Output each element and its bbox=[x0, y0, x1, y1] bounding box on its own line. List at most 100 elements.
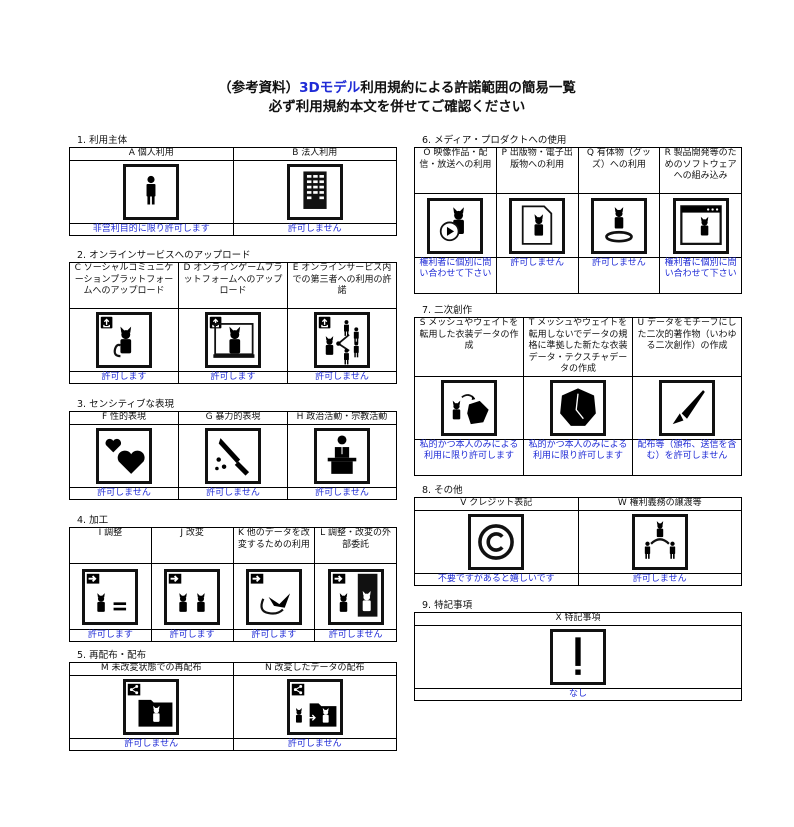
result-text: 権利者に個別に問い合わせて下さい bbox=[414, 257, 497, 294]
item-label: Q 有体物（グッズ）への利用 bbox=[577, 147, 661, 194]
item-label: F 性的表現 bbox=[69, 411, 179, 425]
item-label: T メッシュやウェイトを転用しないでデータの規格に準拠した新たな衣装データ・テク… bbox=[523, 317, 633, 377]
knife-icon bbox=[205, 427, 261, 484]
section-title: 3. センシティブな表現 bbox=[77, 399, 175, 410]
item-label: H 政治活動・宗教活動 bbox=[287, 411, 397, 425]
section-title: 9. 特記事項 bbox=[422, 600, 473, 611]
upload-sns-icon bbox=[96, 312, 152, 368]
section-title: 2. オンラインサービスへのアップロード bbox=[77, 250, 251, 261]
item-label: E オンラインサービス内での第三者への利用の許諾 bbox=[287, 262, 397, 309]
figure-goods-icon bbox=[590, 197, 647, 254]
item-label: V クレジット表記 bbox=[414, 497, 579, 511]
permission-table: X 特記事項 なし bbox=[414, 612, 742, 701]
redistribute-icon bbox=[123, 678, 180, 735]
result-text: 許可しません bbox=[178, 486, 288, 500]
result-text: なし bbox=[414, 687, 742, 701]
result-text: 私的かつ本人のみによる利用に限り許可します bbox=[523, 438, 633, 476]
section-special-notes: 9. 特記事項 X 特記事項 なし bbox=[414, 599, 742, 701]
distribute-modified-icon bbox=[286, 678, 343, 735]
software-window-icon bbox=[672, 197, 729, 254]
result-text: 非営利目的に限り許可します bbox=[69, 222, 234, 236]
result-text: 許可します bbox=[150, 629, 234, 642]
section-title: 6. メディア・プロダクトへの使用 bbox=[422, 135, 567, 146]
section-title: 4. 加工 bbox=[77, 515, 109, 526]
item-label: W 権利義務の譲渡等 bbox=[577, 497, 742, 511]
item-label: N 改変したデータの配布 bbox=[232, 662, 397, 676]
costume-reuse-icon bbox=[441, 379, 497, 436]
item-label: D オンラインゲームプラットフォームへのアップロード bbox=[178, 262, 288, 309]
result-text: 許可しません bbox=[287, 486, 397, 500]
exclamation-icon bbox=[550, 628, 606, 685]
transfer-rights-icon bbox=[631, 513, 688, 570]
page-title: （参考資料）3Dモデル利用規約による許諾範囲の簡易一覧 bbox=[0, 76, 794, 96]
pen-nib-icon bbox=[659, 379, 715, 436]
result-text: 許可しません bbox=[577, 257, 661, 294]
upload-game-icon bbox=[205, 312, 261, 368]
title-highlight: 3Dモデル bbox=[299, 80, 361, 96]
item-label: X 特記事項 bbox=[414, 612, 742, 626]
result-text: 許可しません bbox=[287, 371, 397, 384]
item-label: O 映像作品・配信・放送への利用 bbox=[414, 147, 497, 194]
result-text: 許可します bbox=[69, 371, 179, 384]
item-label: U データをモチーフにした二次的著作物（いわゆる二次創作）の作成 bbox=[632, 317, 742, 377]
reuse-data-icon bbox=[245, 568, 302, 625]
item-label: R 製品開発等のためのソフトウェアへの組み込み bbox=[659, 147, 742, 194]
costume-icon bbox=[550, 379, 606, 436]
result-text: 許可しません bbox=[69, 737, 234, 751]
item-label: C ソーシャルコミュニケーションプラットフォームへのアップロード bbox=[69, 262, 179, 309]
result-text: 許可しません bbox=[577, 572, 742, 586]
result-text: 許可しません bbox=[232, 222, 397, 236]
video-icon bbox=[427, 197, 484, 254]
item-label: M 未改変状態での再配布 bbox=[69, 662, 234, 676]
section-title: 5. 再配布・配布 bbox=[77, 650, 147, 661]
result-text: 許可しません bbox=[314, 629, 397, 642]
item-label: L 調整・改変の外部委託 bbox=[314, 527, 397, 564]
result-text: 許可します bbox=[69, 629, 152, 642]
section-title: 1. 利用主体 bbox=[77, 135, 128, 146]
result-text: 許可しません bbox=[232, 737, 397, 751]
item-label: I 調整 bbox=[69, 527, 152, 564]
section-title: 8. その他 bbox=[422, 485, 463, 496]
section-online-upload: 2. オンラインサービスへのアップロード C ソーシャルコミュニケーションプラッ… bbox=[69, 249, 397, 384]
result-text: 配布等（頒布、送信を含む）を許可しません bbox=[632, 438, 742, 476]
share-third-party-icon bbox=[314, 312, 370, 368]
copyright-icon bbox=[468, 513, 525, 570]
item-label: J 改変 bbox=[150, 527, 234, 564]
item-label: B 法人利用 bbox=[232, 147, 397, 161]
modify-icon bbox=[164, 568, 221, 625]
item-label: K 他のデータを改変するための利用 bbox=[232, 527, 316, 564]
result-text: 権利者に個別に問い合わせて下さい bbox=[659, 257, 742, 294]
publication-icon bbox=[509, 197, 566, 254]
item-label: G 暴力的表現 bbox=[178, 411, 288, 425]
result-text: 許可しません bbox=[69, 486, 179, 500]
page-subtitle: 必ず利用規約本文を併せてご確認ください bbox=[268, 99, 526, 115]
result-text: 私的かつ本人のみによる利用に限り許可します bbox=[414, 438, 524, 476]
person-icon bbox=[123, 163, 180, 220]
hearts-icon bbox=[96, 427, 152, 484]
result-text: 許可します bbox=[178, 371, 288, 384]
outsource-icon bbox=[327, 568, 384, 625]
result-text: 許可します bbox=[232, 629, 316, 642]
result-text: 不要ですがあると嬉しいです bbox=[414, 572, 579, 586]
adjust-icon bbox=[82, 568, 139, 625]
result-text: 許可しません bbox=[495, 257, 579, 294]
item-label: P 出版物・電子出版物への利用 bbox=[495, 147, 579, 194]
podium-icon bbox=[314, 427, 370, 484]
title-prefix: （参考資料） bbox=[218, 80, 300, 96]
item-label: A 個人利用 bbox=[69, 147, 234, 161]
